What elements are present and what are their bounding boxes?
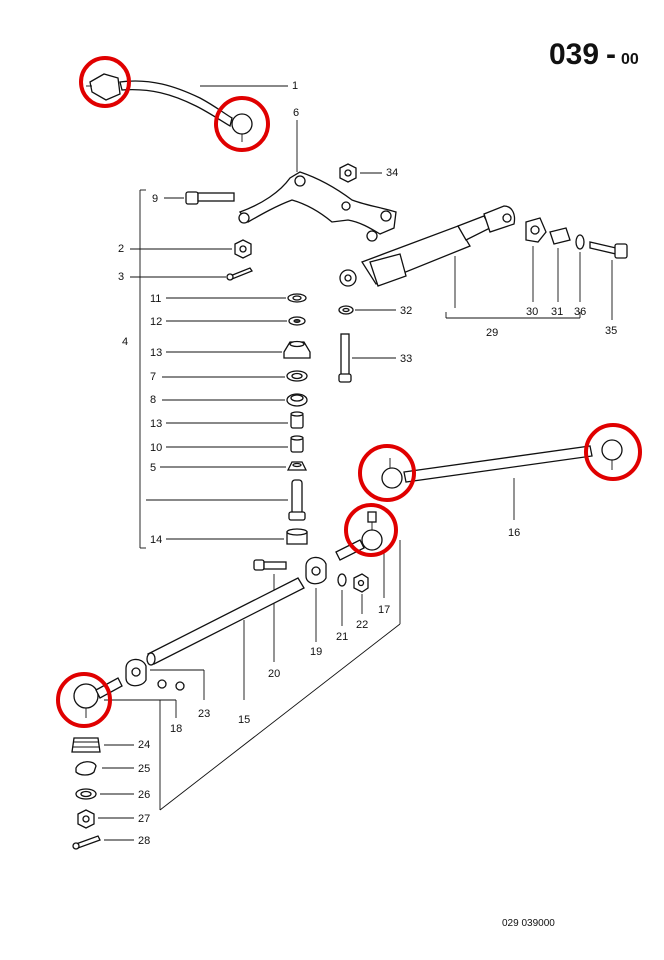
callout-35: 35 <box>605 325 617 337</box>
callout-9: 9 <box>152 193 158 205</box>
part-26-ring <box>75 788 97 800</box>
part-35-bolt <box>589 241 628 259</box>
part-32-washer <box>338 305 354 315</box>
highlight-circle <box>584 423 642 481</box>
callout-29: 29 <box>486 327 498 339</box>
diagram-code-dash: - <box>606 38 616 71</box>
callout-8: 8 <box>150 394 156 406</box>
callout-7: 7 <box>150 371 156 383</box>
part-30-bushing <box>525 217 547 243</box>
part-16-tie-rod <box>381 439 623 489</box>
callout-11: 11 <box>150 293 161 305</box>
part-8-seal-ring <box>286 393 308 407</box>
callout-4: 4 <box>122 336 128 348</box>
part-10-bushing <box>290 435 304 453</box>
callout-24: 24 <box>138 739 150 751</box>
highlight-circle <box>56 672 112 728</box>
callout-6: 6 <box>293 107 299 119</box>
callout-3: 3 <box>118 271 124 283</box>
part-22-nut <box>353 573 369 593</box>
callout-30: 30 <box>526 306 538 318</box>
highlight-circle <box>79 56 131 108</box>
callout-28: 28 <box>138 835 150 847</box>
part-14-bushing <box>286 528 308 545</box>
part-25-spring-clip <box>75 761 97 776</box>
callout-1: 1 <box>292 80 298 92</box>
part-33-bolt <box>338 333 352 383</box>
part-11-washer <box>287 293 307 303</box>
part-17-ball-joint <box>335 511 383 561</box>
callout-21: 21 <box>336 631 348 643</box>
part-5-ring <box>286 461 308 471</box>
callout-34: 34 <box>386 167 398 179</box>
part-23-clamp <box>125 658 185 691</box>
callout-2: 2 <box>118 243 124 255</box>
callout-19: 19 <box>310 646 322 658</box>
part-2-nut <box>234 239 252 259</box>
part-36-washer <box>575 234 585 250</box>
callout-33: 33 <box>400 353 412 365</box>
highlight-circle <box>358 444 416 502</box>
part-1-tie-rod <box>86 73 253 142</box>
callout-22: 22 <box>356 619 368 631</box>
callout-23: 23 <box>198 708 210 720</box>
part-19-clamp <box>305 556 327 585</box>
part-18-ball-joint <box>73 677 123 718</box>
callout-20: 20 <box>268 668 280 680</box>
part-idler-shaft <box>288 479 306 521</box>
part-28-cotter-pin <box>72 835 101 850</box>
diagram-code: 039 <box>549 38 599 71</box>
highlight-circle <box>344 503 398 557</box>
part-21-washer <box>337 573 347 587</box>
diagram-code-suffix: 00 <box>621 51 639 68</box>
group-bracket <box>159 623 401 811</box>
part-15-drag-link <box>146 577 305 666</box>
callout-14: 14 <box>150 534 162 546</box>
part-3-cotter-pin <box>226 267 253 281</box>
callout-18: 18 <box>170 723 182 735</box>
part-13-rubber-bushing <box>283 340 311 359</box>
callout-17: 17 <box>378 604 390 616</box>
callout-13a: 13 <box>150 347 162 359</box>
highlight-circle <box>214 96 270 152</box>
part-9-bolt <box>185 191 235 205</box>
callout-16: 16 <box>508 527 520 539</box>
part-7-washer <box>286 370 308 382</box>
callout-10: 10 <box>150 442 162 454</box>
part-13-bushing <box>290 411 304 429</box>
callout-32: 32 <box>400 305 412 317</box>
callout-12: 12 <box>150 316 162 328</box>
callout-27: 27 <box>138 813 150 825</box>
callout-31: 31 <box>551 306 563 318</box>
part-24-rubber-boot <box>71 737 101 753</box>
part-6-idler-bracket <box>238 171 397 242</box>
callout-5: 5 <box>150 462 156 474</box>
reference-code: 029 039000 <box>502 918 555 929</box>
callout-15: 15 <box>238 714 250 726</box>
part-12-washer <box>288 316 306 326</box>
part-34-nut <box>339 163 357 183</box>
callout-26: 26 <box>138 789 150 801</box>
part-27-castle-nut <box>77 809 95 829</box>
callout-13b: 13 <box>150 418 162 430</box>
part-31-sleeve <box>549 227 571 245</box>
callout-36: 36 <box>574 306 586 318</box>
callout-25: 25 <box>138 763 150 775</box>
part-29-steering-damper <box>339 205 516 287</box>
part-20-bolt <box>253 559 287 571</box>
